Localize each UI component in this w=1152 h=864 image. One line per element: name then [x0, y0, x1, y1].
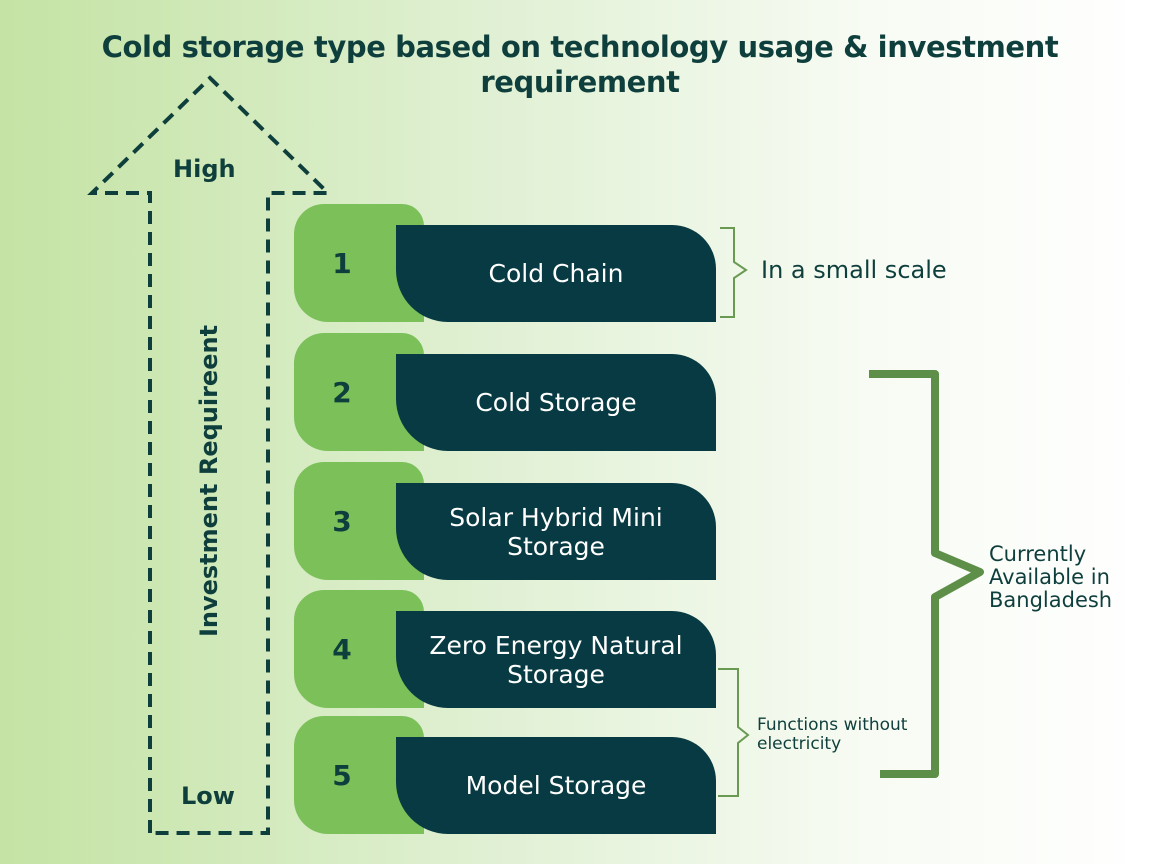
item-number: 5 [332, 758, 352, 792]
storage-item-3: 3 Solar Hybrid Mini Storage [0, 462, 720, 580]
item-label: Solar Hybrid Mini Storage [396, 483, 716, 580]
diagram-title: Cold storage type based on technology us… [101, 30, 1059, 99]
bracket-no-electricity [718, 668, 750, 797]
arrow-outline [87, 75, 333, 835]
item-number: 4 [332, 632, 352, 666]
bracket-small-scale [720, 227, 748, 318]
item-label: Cold Storage [396, 354, 716, 451]
high-label: High [173, 155, 236, 183]
item-label: Cold Chain [396, 225, 716, 322]
storage-item-4: 4 Zero Energy Natural Storage [0, 590, 720, 708]
note-small-scale: In a small scale [761, 256, 947, 284]
low-label: Low [181, 782, 235, 810]
item-number: 1 [332, 246, 352, 280]
storage-item-1: 1 Cold Chain [0, 204, 720, 322]
note-available-bangladesh: Currently Available in Bangladesh [989, 542, 1113, 612]
storage-item-2: 2 Cold Storage [0, 333, 720, 451]
item-number: 3 [332, 504, 352, 538]
bracket-available [869, 370, 984, 778]
item-label: Zero Energy Natural Storage [396, 611, 716, 708]
item-number: 2 [332, 375, 352, 409]
item-label: Model Storage [396, 737, 716, 834]
storage-item-5: 5 Model Storage [0, 716, 720, 834]
note-without-electricity: Functions without electricity [757, 715, 908, 754]
